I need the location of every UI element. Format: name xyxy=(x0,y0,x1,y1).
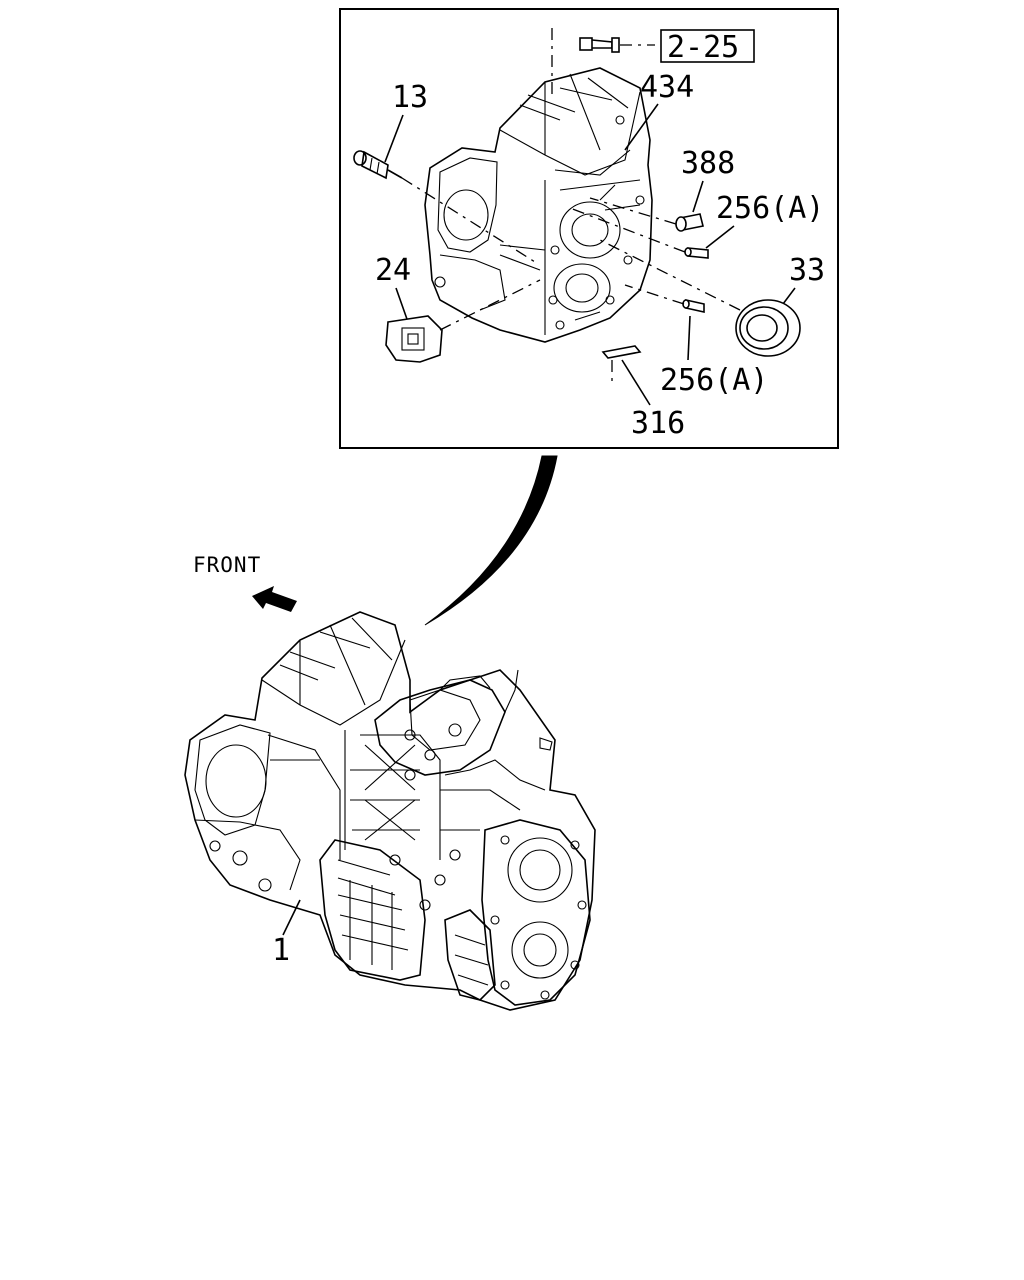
dowel-bottom-axis xyxy=(624,284,685,305)
bolt xyxy=(579,37,655,53)
dowel-top-axis xyxy=(569,207,686,253)
part-388-label: 388 xyxy=(681,146,735,181)
part-24-leader xyxy=(395,287,409,323)
cover-plate xyxy=(385,315,443,363)
part-388-leader xyxy=(692,180,704,213)
transmission-assembly xyxy=(184,611,596,1011)
part-434-label: 434 xyxy=(640,70,694,105)
detail-pointer xyxy=(424,455,558,626)
front-label: FRONT xyxy=(193,553,261,577)
part-434-leader xyxy=(624,103,659,151)
oil-seal xyxy=(735,299,801,357)
clutch-housing-detail xyxy=(424,67,653,343)
ref-box-frame xyxy=(660,29,755,63)
bushing xyxy=(675,213,704,232)
detail-frame xyxy=(339,8,839,449)
part-1-label: 1 xyxy=(272,933,290,968)
part-316-leader xyxy=(621,359,651,406)
part-1-leader xyxy=(282,899,301,936)
arrow-up-left-icon xyxy=(252,586,297,612)
dowel-pin-bottom xyxy=(682,299,705,313)
part-24-label: 24 xyxy=(375,253,411,288)
part-256a-top-leader xyxy=(705,225,735,249)
cover-axis xyxy=(439,279,541,331)
name-plate xyxy=(601,345,642,359)
part-256a-bottom-label: 256(A) xyxy=(660,363,768,398)
dowel-pin-top xyxy=(684,247,709,259)
oil-seal-axis xyxy=(599,239,741,311)
part-256a-bottom-leader xyxy=(687,315,691,361)
part-13-label: 13 xyxy=(392,80,428,115)
part-256a-top-label: 256(A) xyxy=(716,191,824,226)
breather-plug xyxy=(353,150,403,180)
part-316-label: 316 xyxy=(631,406,685,441)
part-33-label: 33 xyxy=(789,253,825,288)
part-13-leader xyxy=(384,114,404,163)
ref-box-label: 2-25 xyxy=(667,30,739,65)
bushing-axis xyxy=(589,197,677,225)
